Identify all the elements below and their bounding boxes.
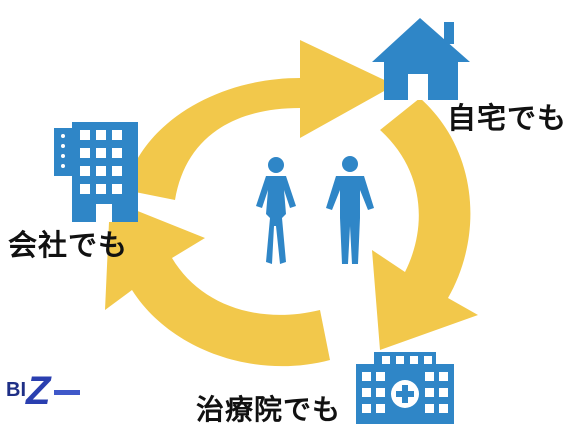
label-clinic: 治療院でも <box>196 393 342 426</box>
logo-text-big: Z <box>25 369 52 408</box>
circular-arrows-icon <box>105 40 478 367</box>
label-home: 自宅でも <box>447 101 568 135</box>
biz-logo: BI Z <box>6 369 80 408</box>
arrow-clinic-to-office <box>105 200 330 367</box>
hospital-icon <box>356 352 454 424</box>
logo-text-left: BI <box>6 379 26 401</box>
house-icon <box>372 18 470 100</box>
label-office: 会社でも <box>8 228 129 262</box>
person-silhouette-icon <box>256 156 374 264</box>
arrow-office-to-home <box>125 40 395 200</box>
person-woman <box>256 157 296 264</box>
person-man <box>326 156 374 264</box>
office-building-icon <box>54 122 138 222</box>
logo-stripe <box>54 390 80 395</box>
arrow-home-to-clinic <box>372 98 478 350</box>
